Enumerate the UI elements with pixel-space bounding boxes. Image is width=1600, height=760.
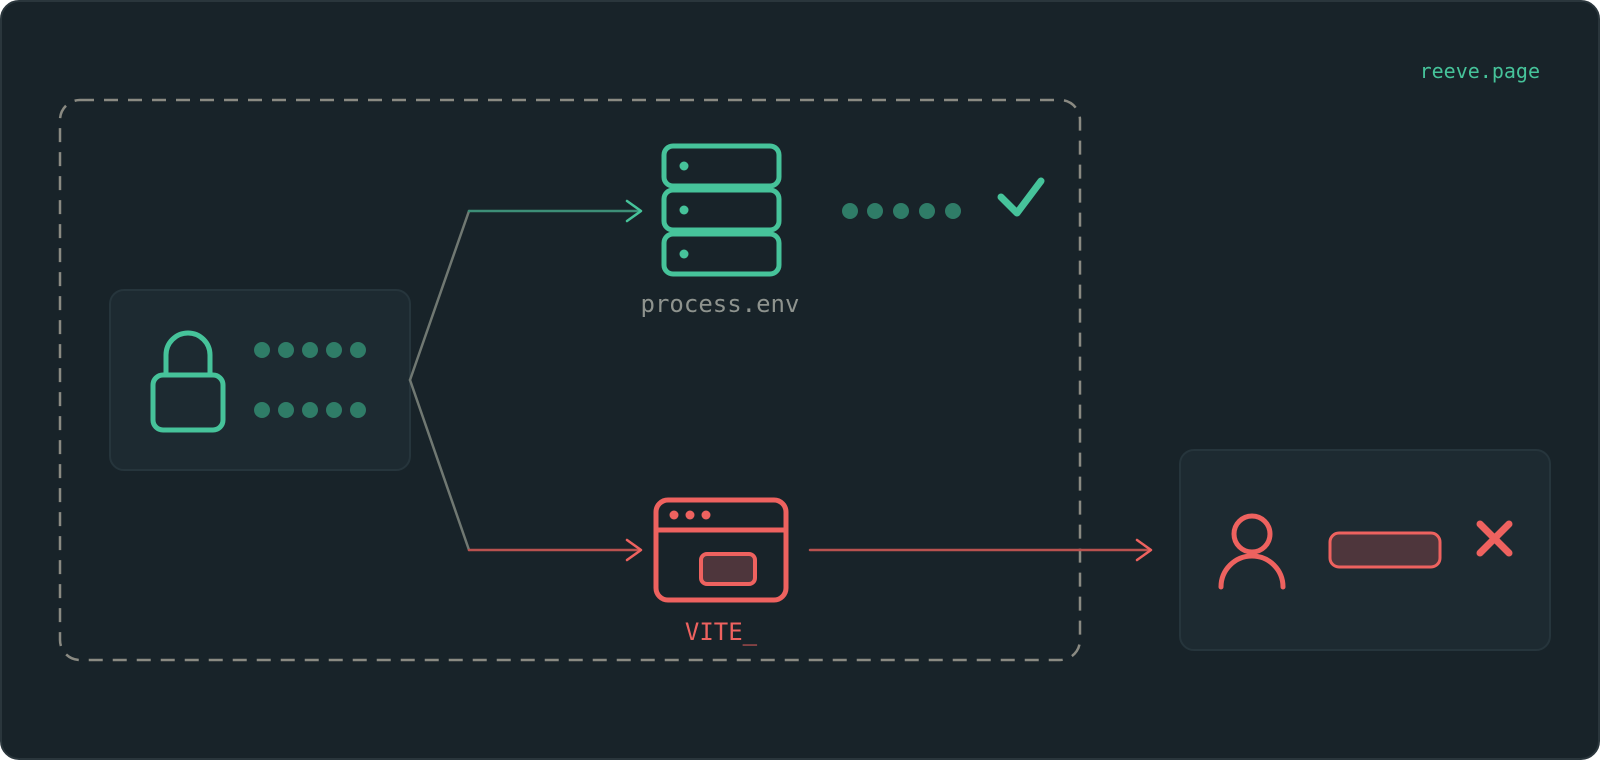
user-panel <box>1179 449 1551 651</box>
client-connector <box>408 378 643 562</box>
secrets-panel <box>109 289 411 471</box>
build-boundary <box>58 98 1082 662</box>
brand-text: reeve.page <box>1420 59 1540 83</box>
server-indicator-lights <box>679 161 689 259</box>
server-label: process.env <box>641 290 800 318</box>
x-icon <box>1476 520 1513 557</box>
masked-secret-bottom <box>254 402 366 418</box>
user-icon <box>1218 513 1286 590</box>
leak-arrow <box>808 538 1153 562</box>
server-connector <box>408 199 643 382</box>
server-masked-value <box>842 203 961 219</box>
lock-icon <box>150 330 226 433</box>
exposed-secret-field <box>1328 531 1442 569</box>
client-label: VITE_ <box>685 618 758 646</box>
server-icon <box>661 143 782 277</box>
browser-window-icon <box>653 497 789 603</box>
masked-secret-top <box>254 342 366 358</box>
check-icon <box>997 177 1045 217</box>
